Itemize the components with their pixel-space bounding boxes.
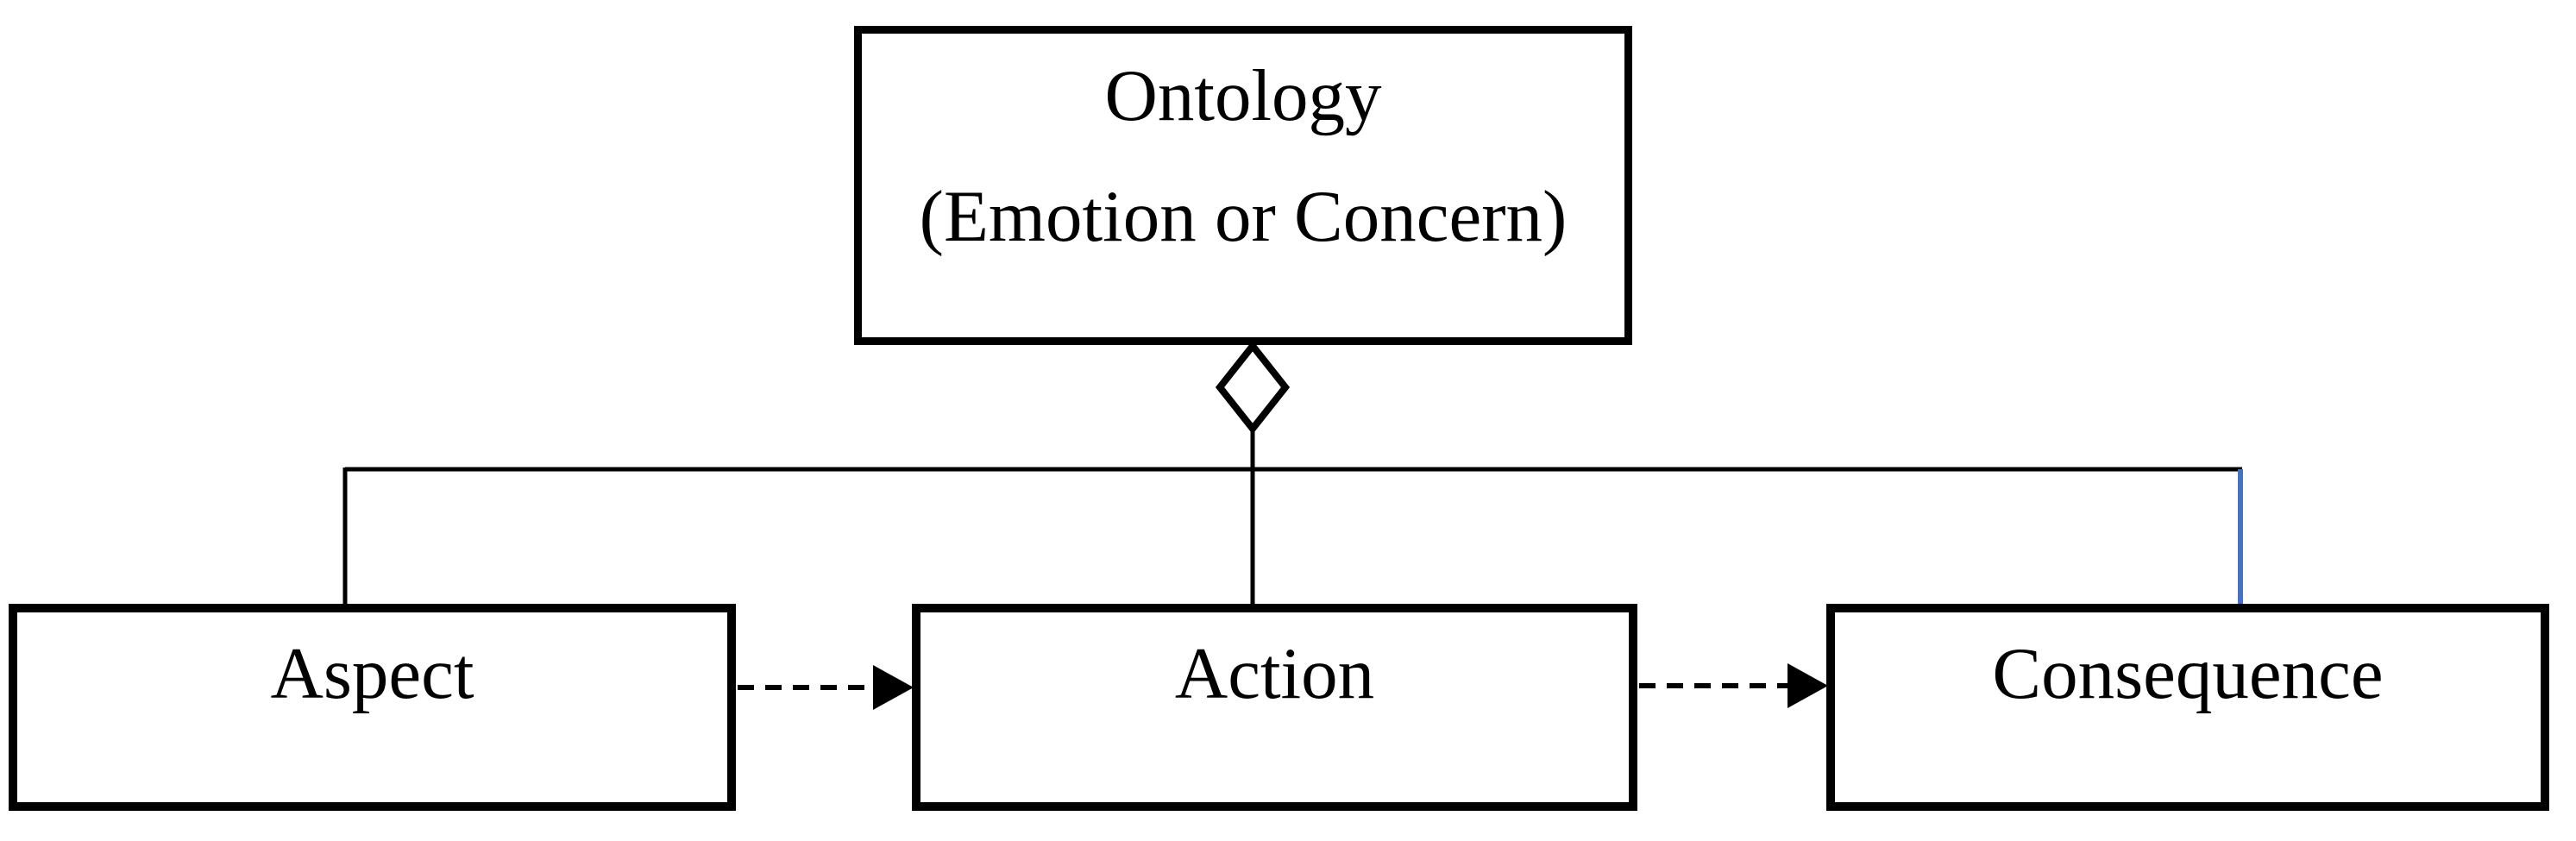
node-consequence: Consequence [1826,604,2549,811]
arrowhead-right-icon [1787,663,1828,708]
aggregation-diamond-icon [1215,340,1291,435]
node-aspect: Aspect [9,604,736,811]
ontology-label-line1: Ontology [1104,55,1382,136]
node-ontology: Ontology (Emotion or Concern) [854,26,1632,345]
action-label: Action [1174,633,1375,714]
arrowhead-right-icon [873,665,914,710]
node-action: Action [912,604,1637,811]
ontology-label-line2: (Emotion or Concern) [919,176,1568,257]
consequence-label: Consequence [1992,633,2384,714]
aspect-label: Aspect [270,633,474,714]
